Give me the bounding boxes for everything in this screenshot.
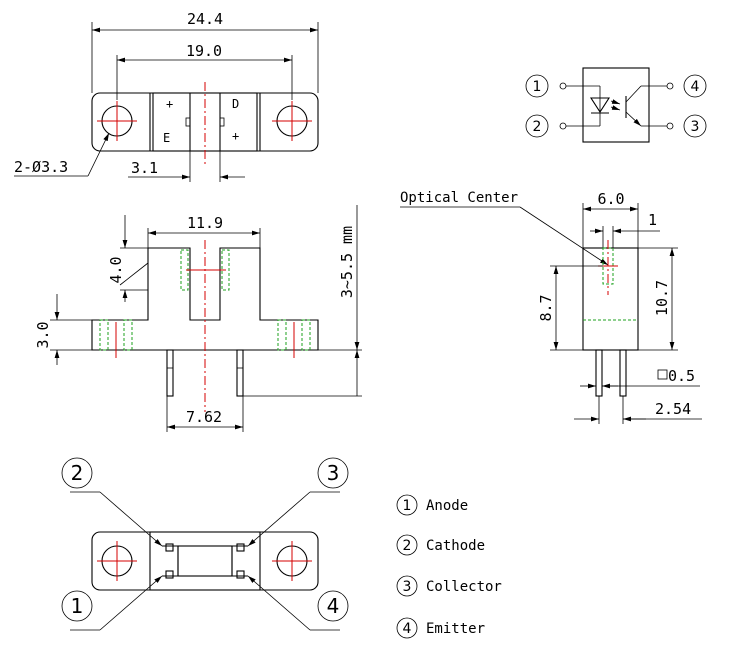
schematic-box bbox=[582, 67, 650, 143]
schematic-pin-3: 3 bbox=[691, 119, 700, 135]
mark-e: E bbox=[163, 131, 170, 145]
dim-hole-pitch: 19.0 bbox=[186, 42, 222, 60]
dim-holes: 2-Ø3.3 bbox=[14, 158, 68, 176]
lead-left bbox=[166, 349, 174, 397]
side-lead-left bbox=[595, 349, 603, 397]
front-view: 11.9 4.0 3.0 bbox=[34, 205, 362, 432]
dim-optical-height: 8.7 bbox=[537, 294, 555, 321]
dim-lead-pitch: 7.62 bbox=[186, 408, 222, 426]
dim-slot-depth: 4.0 bbox=[107, 256, 125, 283]
dim-body-height: 10.7 bbox=[653, 280, 671, 316]
legend-cathode: Cathode bbox=[426, 538, 485, 554]
legend-anode: Anode bbox=[426, 498, 468, 514]
side-view-body bbox=[582, 247, 639, 351]
legend-number: 3 bbox=[403, 579, 412, 595]
dim-flange-thickness: 3.0 bbox=[34, 321, 52, 348]
mark-plus-right: + bbox=[232, 129, 239, 143]
label-optical-center: Optical Center bbox=[400, 190, 518, 206]
legend-emitter: Emitter bbox=[426, 621, 485, 637]
schematic-pin-4: 4 bbox=[691, 79, 700, 95]
bottom-view: 2 1 3 4 bbox=[61, 457, 349, 631]
pin-legend: 1 Anode 2 Cathode 3 Collector 4 Emitter bbox=[396, 494, 502, 639]
bottom-pin-3-label: 3 bbox=[327, 461, 340, 485]
legend-number: 2 bbox=[403, 538, 412, 554]
mark-d: D bbox=[232, 97, 239, 111]
pin-2-pad bbox=[165, 543, 174, 552]
mark-plus-left: + bbox=[166, 97, 173, 111]
dim-side-offset: 1 bbox=[648, 211, 657, 229]
side-view: Optical Center 6.0 1 8.7 10.7 bbox=[400, 190, 702, 424]
dim-side-width: 6.0 bbox=[597, 190, 624, 208]
dim-slot-offset: 3.1 bbox=[131, 159, 158, 177]
dim-lead-spacing: 2.54 bbox=[655, 400, 691, 418]
legend-number: 4 bbox=[403, 621, 412, 637]
dim-overall-width: 24.4 bbox=[187, 10, 223, 28]
pin-3-pad bbox=[236, 543, 245, 552]
dim-lead-length: 3~5.5 mm bbox=[338, 226, 356, 298]
schematic-symbol: 1 2 4 3 bbox=[525, 67, 707, 143]
dim-lead-size: 0.5 bbox=[668, 367, 695, 385]
legend-collector: Collector bbox=[426, 579, 502, 595]
side-lead-right bbox=[619, 349, 627, 397]
bottom-pin-4-label: 4 bbox=[327, 594, 340, 618]
schematic-pin-2: 2 bbox=[533, 119, 542, 135]
dim-slot-width: 11.9 bbox=[187, 214, 223, 232]
top-view: 24.4 19.0 + E D + 2-Ø3.3 bbox=[14, 10, 319, 182]
lead-right bbox=[236, 349, 244, 397]
pin-4-pad bbox=[236, 570, 245, 579]
legend-number: 1 bbox=[403, 498, 412, 514]
pin-1-pad bbox=[165, 570, 174, 579]
bottom-pin-2-label: 2 bbox=[71, 461, 84, 485]
bottom-pin-1-label: 1 bbox=[71, 594, 84, 618]
schematic-pin-1: 1 bbox=[533, 79, 542, 95]
